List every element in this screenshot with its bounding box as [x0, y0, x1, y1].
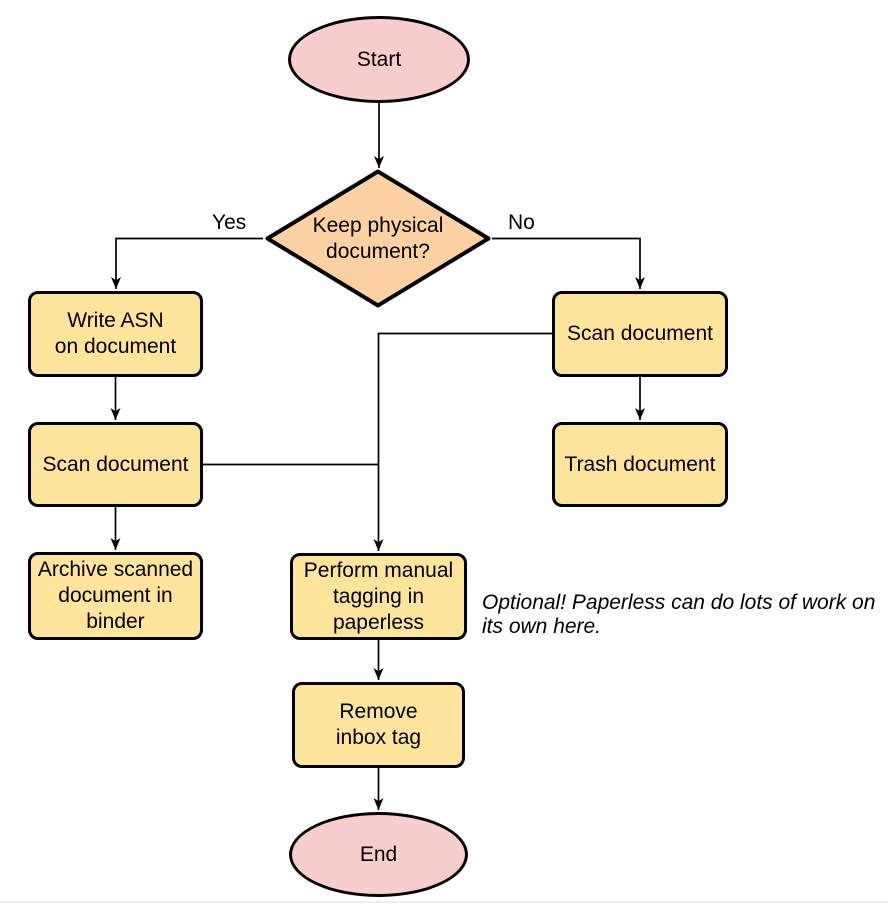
decision-label: Keep physical document?	[312, 213, 444, 263]
perform-label: Perform manual tagging in paperless	[303, 558, 454, 634]
start-label: Start	[356, 47, 402, 71]
end-label: End	[359, 842, 398, 866]
process-scan-document-right: Scan document	[552, 291, 728, 377]
edge-decision-yes-to-write-asn	[111, 237, 263, 289]
trash-label: Trash document	[564, 452, 716, 476]
decision-diamond-shape	[265, 169, 491, 308]
edge-scan-right-to-perform	[373, 332, 552, 551]
scan-left-label: Scan document	[42, 452, 189, 476]
process-remove-inbox-tag: Remove inbox tag	[292, 682, 465, 768]
edge-label-yes: Yes	[210, 211, 249, 235]
process-manual-tagging: Perform manual tagging in paperless	[290, 553, 467, 640]
process-write-asn: Write ASN on document	[28, 291, 203, 377]
note-text: Optional! Paperless can do lots of work …	[482, 591, 876, 638]
process-archive-in-binder: Archive scanned document in binder	[28, 552, 203, 640]
process-scan-document-left: Scan document	[28, 422, 203, 507]
edge-decision-no-to-scan-right	[492, 237, 645, 289]
start-node: Start	[288, 16, 470, 103]
edge-label-no: No	[506, 211, 537, 235]
remove-label: Remove inbox tag	[335, 700, 422, 749]
process-trash-document: Trash document	[552, 422, 728, 507]
scan-right-label: Scan document	[567, 322, 713, 345]
write-asn-label: Write ASN on document	[54, 309, 177, 358]
end-node: End	[289, 812, 468, 897]
decision-node: Keep physical document?	[265, 169, 491, 308]
bottom-divider	[0, 901, 888, 903]
archive-label: Archive scanned document in binder	[37, 558, 194, 633]
